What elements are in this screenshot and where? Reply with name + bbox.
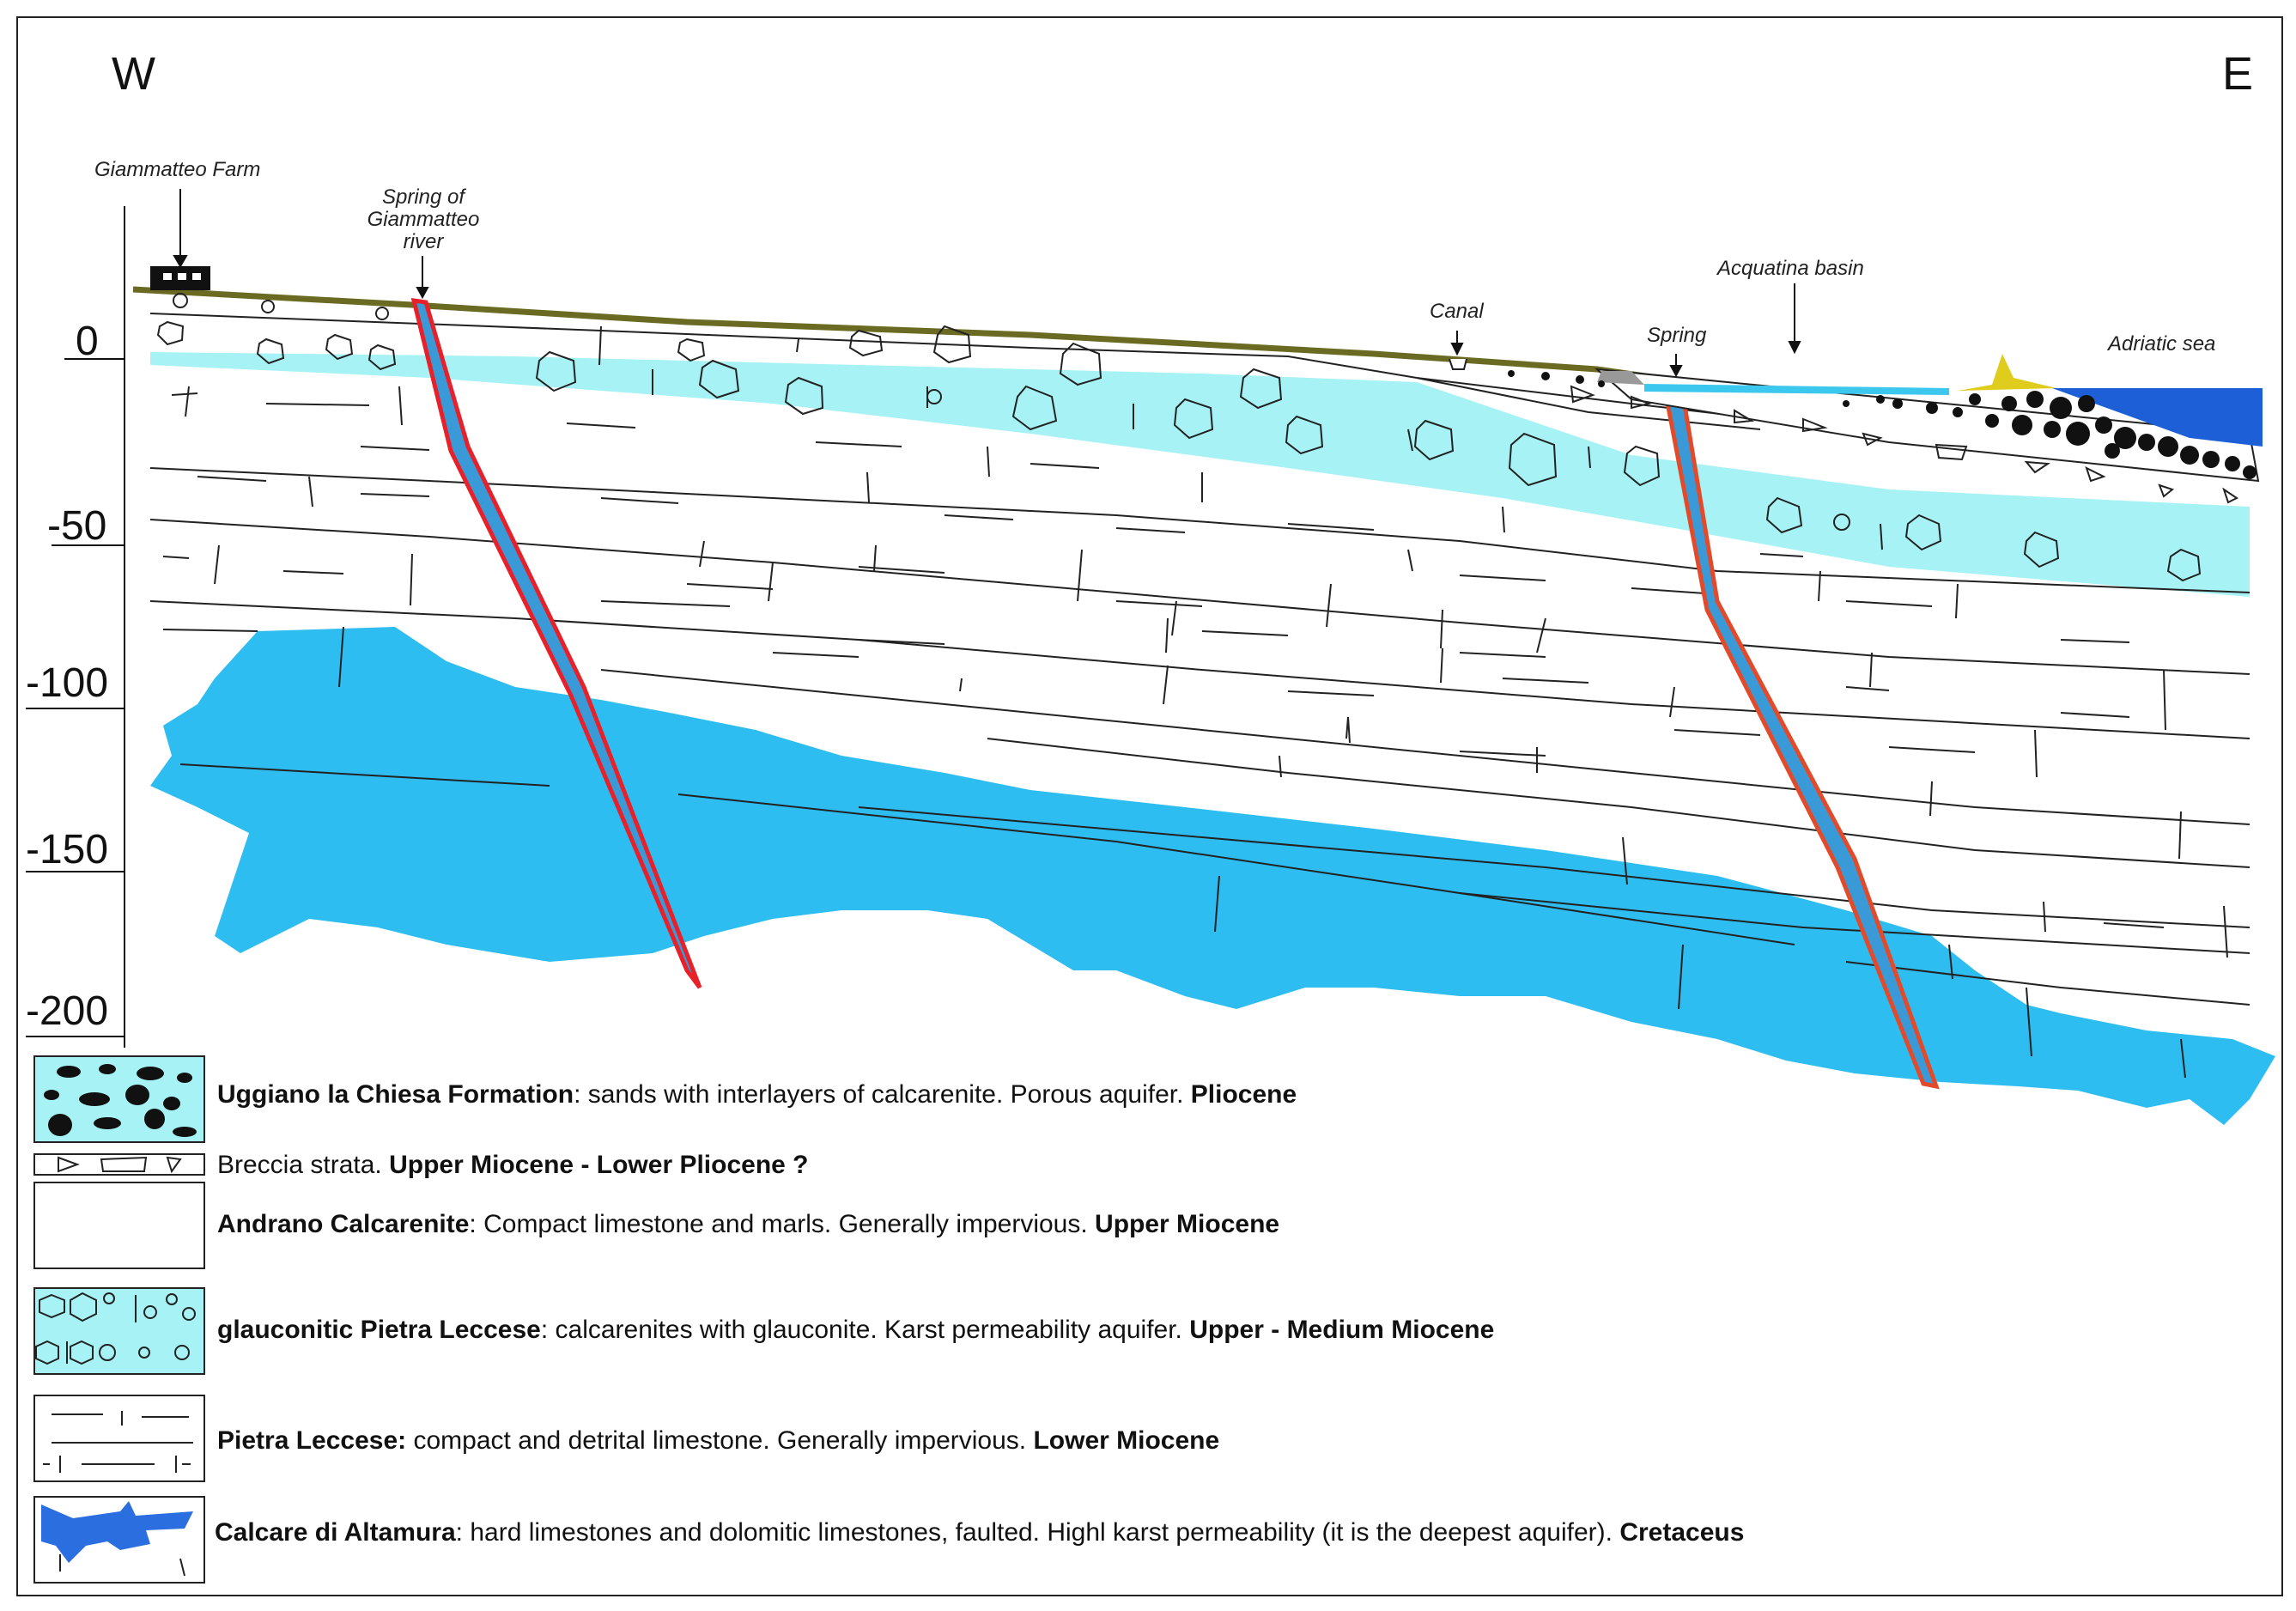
- legend-pietra-leccese-name: Pietra Leccese:: [217, 1426, 407, 1455]
- legend-glauconitic: glauconitic Pietra Leccese: calcarenites…: [217, 1316, 1494, 1345]
- dune: [1958, 354, 2056, 391]
- depth-tick-0: 0: [76, 319, 99, 364]
- depth-tick-200: -200: [26, 988, 109, 1034]
- legend-breccia-age: Upper Miocene - Lower Pliocene ?: [389, 1151, 809, 1179]
- depth-tick-50: -50: [47, 503, 107, 549]
- legend-uggiano-name: Uggiano la Chiesa Formation: [217, 1080, 574, 1109]
- legend-pietra-leccese-desc: compact and detrital limestone. Generall…: [406, 1426, 1034, 1455]
- legend-glauconitic-name: glauconitic Pietra Leccese: [217, 1316, 541, 1344]
- swatch-glauconitic: [33, 1287, 205, 1375]
- east-label: E: [2222, 48, 2254, 100]
- spring-river-line2: Giammatteo: [367, 208, 480, 231]
- spring-river-line3: river: [403, 230, 444, 253]
- legend-altamura-desc: : hard limestones and dolomitic limeston…: [455, 1518, 1620, 1547]
- legend-andrano-desc: : Compact limestone and marls. Generally…: [469, 1210, 1096, 1238]
- legend-glauconitic-age: Upper - Medium Miocene: [1189, 1316, 1495, 1344]
- legend-altamura-name: Calcare di Altamura: [215, 1518, 456, 1547]
- annotation-arrows: [173, 189, 1801, 378]
- legend-swatches: [33, 1055, 205, 1584]
- west-fault: [410, 298, 702, 989]
- legend-andrano: Andrano Calcarenite: Compact limestone a…: [217, 1210, 1279, 1239]
- west-label: W: [112, 48, 155, 100]
- farm-label: Giammatteo Farm: [94, 158, 261, 181]
- legend-andrano-name: Andrano Calcarenite: [217, 1210, 470, 1238]
- calcare-altamura-aquifer: [150, 627, 2275, 1125]
- canal-label: Canal: [1430, 300, 1484, 323]
- swatch-pietra-leccese: [33, 1395, 205, 1482]
- legend-breccia-desc: Breccia strata.: [217, 1151, 390, 1179]
- swatch-altamura: [33, 1496, 205, 1584]
- depth-tick-100: -100: [26, 660, 109, 706]
- legend-glauconitic-desc: : calcarenites with glauconite. Karst pe…: [540, 1316, 1190, 1344]
- legend-altamura: Calcare di Altamura: hard limestones and…: [215, 1518, 1744, 1547]
- spring-river-label: Spring of Giammatteo river: [359, 186, 488, 253]
- swatch-andrano: [33, 1182, 205, 1269]
- east-fault: [1661, 382, 1940, 1090]
- legend-uggiano: Uggiano la Chiesa Formation: sands with …: [217, 1080, 1297, 1109]
- limestone-ticks: [185, 325, 2228, 1079]
- depth-axis: [26, 206, 125, 1048]
- legend-uggiano-age: Pliocene: [1190, 1080, 1297, 1109]
- legend-andrano-age: Upper Miocene: [1095, 1210, 1280, 1238]
- depth-tick-150: -150: [26, 827, 109, 872]
- basin-label: Acquatina basin: [1717, 257, 1864, 280]
- swatch-breccia: [33, 1153, 205, 1176]
- legend-altamura-age: Cretaceus: [1619, 1518, 1745, 1547]
- coastal-wedge: [150, 266, 2263, 504]
- adriatic-sea: [2052, 388, 2263, 447]
- sea-label: Adriatic sea: [2108, 332, 2216, 356]
- glauconitic-pietra-leccese-band: [150, 352, 2250, 597]
- limestone-dashes: [162, 392, 2165, 928]
- spring-label: Spring: [1647, 324, 1707, 347]
- legend-uggiano-desc: : sands with interlayers of calcarenite.…: [574, 1080, 1191, 1109]
- legend-pietra-leccese: Pietra Leccese: compact and detrital lim…: [217, 1426, 1219, 1456]
- spring-river-line1: Spring of: [381, 185, 465, 209]
- legend-pietra-leccese-age: Lower Miocene: [1033, 1426, 1220, 1455]
- legend-breccia: Breccia strata. Upper Miocene - Lower Pl…: [217, 1151, 809, 1180]
- glauconite-grains: [156, 293, 2202, 582]
- swatch-uggiano: [33, 1055, 205, 1143]
